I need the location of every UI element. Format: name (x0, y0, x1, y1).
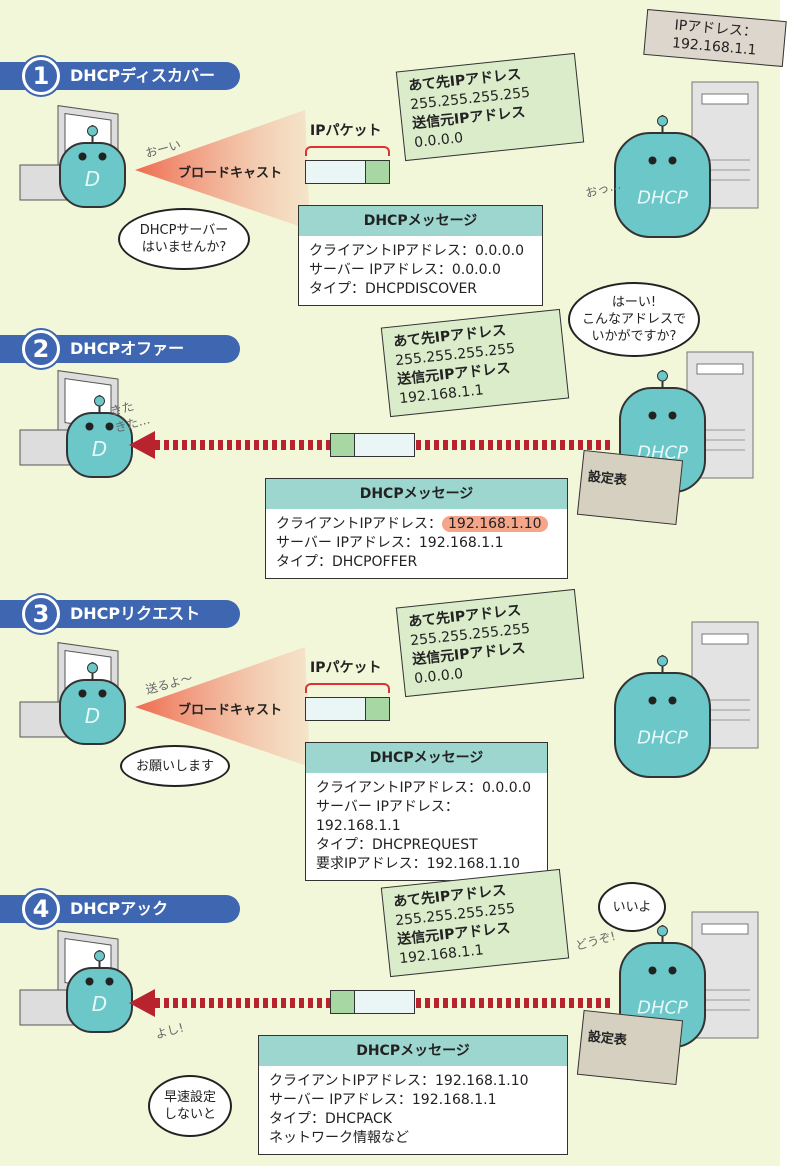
ip-packet (305, 160, 390, 184)
packet-header (331, 991, 355, 1013)
packet-header (365, 698, 389, 720)
packet-brace (305, 683, 390, 693)
message-body: クライアントIPアドレス：0.0.0.0 サーバー IPアドレス：0.0.0.0 タ… (299, 236, 542, 305)
packet-header (331, 434, 355, 456)
client-robot-icon: D (62, 950, 137, 1040)
svg-text:D: D (85, 704, 100, 728)
svg-text:D: D (92, 437, 107, 461)
broadcast-wave-icon (135, 647, 310, 767)
step-title: DHCPディスカバー (70, 66, 216, 85)
message-title: DHCPメッセージ (306, 743, 547, 773)
message-body: クライアントIPアドレス：192.168.1.10 サーバー IPアドレス：192… (259, 1066, 567, 1154)
message-line: クライアントIPアドレス：0.0.0.0 (309, 243, 524, 259)
arrow-head (129, 431, 155, 459)
dhcp-server-robot-icon: DHCP (610, 655, 715, 785)
step-number: 3 (22, 595, 60, 633)
offered-ip-highlight: 192.168.1.10 (442, 516, 548, 532)
ip-packet (330, 433, 415, 457)
packet-header (365, 161, 389, 183)
svg-text:DHCP: DHCP (637, 997, 688, 1018)
message-line: タイプ：DHCPDISCOVER (309, 281, 478, 297)
message-line: 要求IPアドレス：192.168.1.10 (316, 856, 521, 872)
svg-text:DHCP: DHCP (637, 727, 688, 748)
dhcp-message-box: DHCPメッセージクライアントIPアドレス：192.168.1.10 サーバー I… (258, 1035, 568, 1155)
dhcp-server-robot-icon: DHCP (610, 115, 715, 245)
step-title: DHCPオファー (70, 339, 185, 358)
arrow-head (129, 989, 155, 1017)
step-banner: 3 DHCPリクエスト (0, 595, 240, 633)
ip-packet (330, 990, 415, 1014)
message-line: タイプ：DHCPOFFER (276, 554, 418, 570)
client-speech-bubble: 早速設定 しないと (148, 1075, 232, 1137)
message-line: サーバー IPアドレス：192.168.1.1 (276, 535, 504, 551)
svg-text:D: D (85, 167, 100, 191)
step-number: 1 (22, 57, 60, 95)
message-line: タイプ：DHCPREQUEST (316, 837, 478, 853)
server-speech-bubble: はーい! こんなアドレスで いかがですか? (568, 282, 700, 357)
client-robot-icon: D (55, 662, 130, 752)
step-banner: 2 DHCPオファー (0, 330, 240, 368)
broadcast-label: ブロードキャスト (178, 703, 283, 718)
dhcp-message-box: DHCPメッセージクライアントIPアドレス：0.0.0.0 サーバー IPアドレス… (305, 742, 548, 881)
message-line-label: クライアントIPアドレス： (276, 516, 443, 532)
client-speech-bubble: DHCPサーバー はいませんか? (118, 208, 250, 270)
message-line: クライアントIPアドレス：192.168.1.10 (269, 1073, 529, 1089)
settings-book-icon: 設定表 (576, 449, 684, 526)
step-title: DHCPリクエスト (70, 604, 201, 623)
broadcast-label: ブロードキャスト (178, 166, 283, 181)
packet-brace (305, 146, 390, 156)
step-title: DHCPアック (70, 899, 169, 918)
client-speech-bubble: お願いします (120, 745, 230, 787)
message-line: サーバー IPアドレス：192.168.1.1 (269, 1092, 497, 1108)
packet-payload (306, 161, 365, 183)
step-banner: 4 DHCPアック (0, 890, 240, 928)
ip-packet-label: IPパケット (310, 123, 382, 139)
message-line: サーバー IPアドレス：0.0.0.0 (309, 262, 501, 278)
client-robot-icon: D (55, 125, 130, 215)
step-number: 4 (22, 890, 60, 928)
message-line: ネットワーク情報など (269, 1130, 409, 1146)
client-robot-icon: D (62, 395, 137, 485)
ip-packet (305, 697, 390, 721)
broadcast-wave-icon (135, 110, 310, 230)
packet-payload (355, 991, 414, 1013)
packet-payload (306, 698, 365, 720)
step-number: 2 (22, 330, 60, 368)
svg-text:D: D (92, 992, 107, 1016)
message-title: DHCPメッセージ (299, 206, 542, 236)
step-banner: 1 DHCPディスカバー (0, 57, 240, 95)
message-line: タイプ：DHCPACK (269, 1111, 392, 1127)
dhcp-message-box: DHCPメッセージクライアントIPアドレス：0.0.0.0 サーバー IPアドレス… (298, 205, 543, 306)
ip-packet-label: IPパケット (310, 660, 382, 676)
message-title: DHCPメッセージ (266, 479, 567, 509)
message-line: クライアントIPアドレス：192.168.1.10 (276, 515, 557, 534)
message-line: サーバー IPアドレス：192.168.1.1 (316, 799, 459, 834)
svg-text:DHCP: DHCP (637, 187, 688, 208)
server-speech-bubble: いいよ (598, 882, 666, 932)
packet-payload (355, 434, 414, 456)
message-line: クライアントIPアドレス：0.0.0.0 (316, 780, 531, 796)
message-title: DHCPメッセージ (259, 1036, 567, 1066)
settings-book-icon: 設定表 (576, 1009, 684, 1086)
message-body: クライアントIPアドレス：0.0.0.0 サーバー IPアドレス：192.168.… (306, 773, 547, 880)
